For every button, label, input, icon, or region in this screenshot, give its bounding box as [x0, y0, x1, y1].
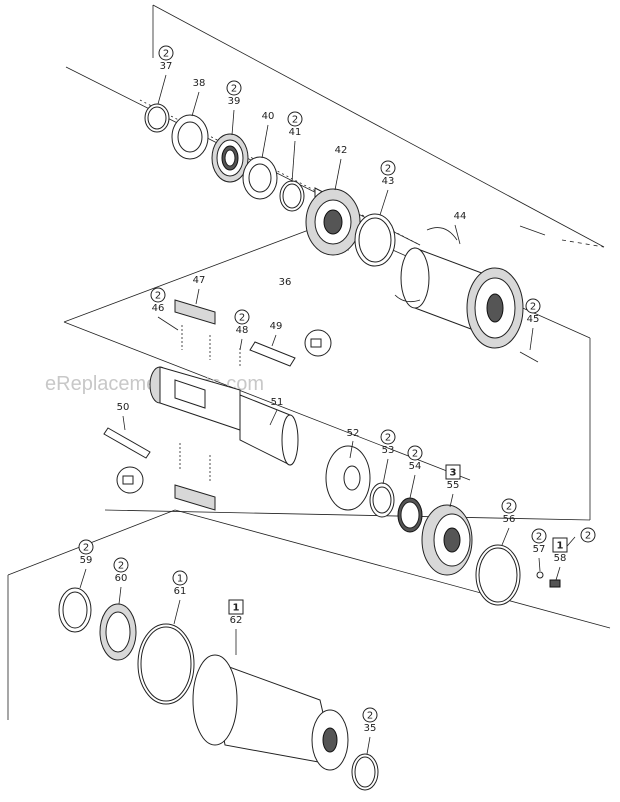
qty-badge-60: 2	[113, 557, 129, 573]
part-number-51: 51	[271, 397, 284, 408]
qty-badge-48: 2	[234, 309, 250, 325]
part-number-41: 41	[289, 127, 302, 138]
part-number-56: 56	[503, 514, 516, 525]
part-59-snap-ring	[58, 587, 92, 633]
part-62-front-case	[192, 654, 349, 771]
part-43-oring	[354, 213, 396, 267]
part-number-36: 36	[279, 277, 292, 288]
part-44-hammer-case	[394, 227, 524, 349]
part-number-57: 57	[533, 544, 546, 555]
part-61-oring	[137, 623, 195, 705]
svg-text:2: 2	[385, 164, 391, 175]
svg-text:2: 2	[163, 49, 169, 60]
part-56-oring	[475, 544, 521, 606]
part-57-ball	[536, 571, 544, 579]
assembly-outline-lines	[7, 4, 611, 720]
qty-badge-39: 2	[226, 80, 242, 96]
part-39-spring-washer	[211, 133, 249, 183]
part-number-54: 54	[409, 461, 422, 472]
part-number-40: 40	[262, 111, 275, 122]
qty-badge-37: 2	[158, 45, 174, 61]
svg-text:3: 3	[450, 468, 457, 479]
part-number-55: 55	[447, 480, 460, 491]
detail-magnifier-upper	[304, 329, 332, 357]
qty-badge-46: 2	[150, 287, 166, 303]
detail-magnifier-lower	[116, 466, 144, 494]
part-37-oring	[144, 103, 170, 133]
part-number-58: 58	[554, 553, 567, 564]
svg-text:1: 1	[557, 541, 564, 552]
part-49-pin	[249, 341, 296, 367]
part-number-48: 48	[236, 325, 249, 336]
svg-text:2: 2	[83, 543, 89, 554]
part-number-38: 38	[193, 78, 206, 89]
part-number-44: 44	[454, 211, 467, 222]
part-number-50: 50	[117, 402, 130, 413]
svg-text:2: 2	[231, 84, 237, 95]
part-number-37: 37	[160, 61, 173, 72]
svg-text:2: 2	[412, 449, 418, 460]
qty-badge-55: 3	[445, 464, 461, 480]
part-40-washer	[242, 156, 278, 200]
part-number-60: 60	[115, 573, 128, 584]
svg-text:2: 2	[585, 531, 591, 542]
svg-text:2: 2	[155, 291, 161, 302]
svg-text:2: 2	[536, 532, 542, 543]
qty-badge-35: 2	[362, 707, 378, 723]
part-number-61: 61	[174, 586, 187, 597]
svg-text:2: 2	[530, 302, 536, 313]
part-60-bearing	[99, 603, 137, 661]
qty-badge-43: 2	[380, 160, 396, 176]
part-number-42: 42	[335, 145, 348, 156]
part-52-washer	[325, 445, 371, 511]
part-number-52: 52	[347, 428, 360, 439]
part-46-spring	[181, 325, 211, 360]
qty-badge-62: 1	[228, 599, 244, 615]
svg-text:2: 2	[292, 115, 298, 126]
svg-text:1: 1	[233, 603, 240, 614]
qty-badge-41: 2	[287, 111, 303, 127]
qty-badge-59: 2	[78, 539, 94, 555]
svg-text:2: 2	[239, 313, 245, 324]
part-54-oring	[397, 497, 423, 533]
svg-text:2: 2	[385, 433, 391, 444]
part-number-53: 53	[382, 445, 395, 456]
part-number-59: 59	[80, 555, 93, 566]
svg-text:2: 2	[506, 502, 512, 513]
part-38-washer	[171, 114, 209, 160]
svg-text:2: 2	[118, 561, 124, 572]
part-36-anvil-hammer-assembly	[149, 366, 299, 466]
qty-badge-45: 2	[525, 298, 541, 314]
leader-lines	[79, 74, 576, 755]
part-35-oring	[351, 753, 379, 791]
part-47-plate	[174, 299, 216, 325]
part-42-bearing-housing	[305, 187, 361, 256]
part-number-46: 46	[152, 303, 165, 314]
qty-badge-standalone-0: 2	[580, 527, 596, 543]
qty-badge-54: 2	[407, 445, 423, 461]
part-number-62: 62	[230, 615, 243, 626]
svg-text:2: 2	[367, 711, 373, 722]
part-number-35: 35	[364, 723, 377, 734]
part-number-49: 49	[270, 321, 283, 332]
part-41-oring	[279, 180, 305, 212]
part-58-screw	[549, 579, 561, 588]
part-45-pin	[519, 351, 539, 363]
part-50-pin	[103, 427, 151, 459]
part-number-43: 43	[382, 176, 395, 187]
part-number-39: 39	[228, 96, 241, 107]
part-number-45: 45	[527, 314, 540, 325]
qty-badge-61: 1	[172, 570, 188, 586]
qty-badge-53: 2	[380, 429, 396, 445]
part-springs-lower	[174, 443, 216, 511]
part-55-cylinder	[421, 504, 473, 576]
qty-badge-56: 2	[501, 498, 517, 514]
qty-badge-58: 1	[552, 537, 568, 553]
part-number-47: 47	[193, 275, 206, 286]
svg-text:1: 1	[177, 574, 183, 585]
qty-badge-57: 2	[531, 528, 547, 544]
part-53-oring	[369, 482, 395, 518]
